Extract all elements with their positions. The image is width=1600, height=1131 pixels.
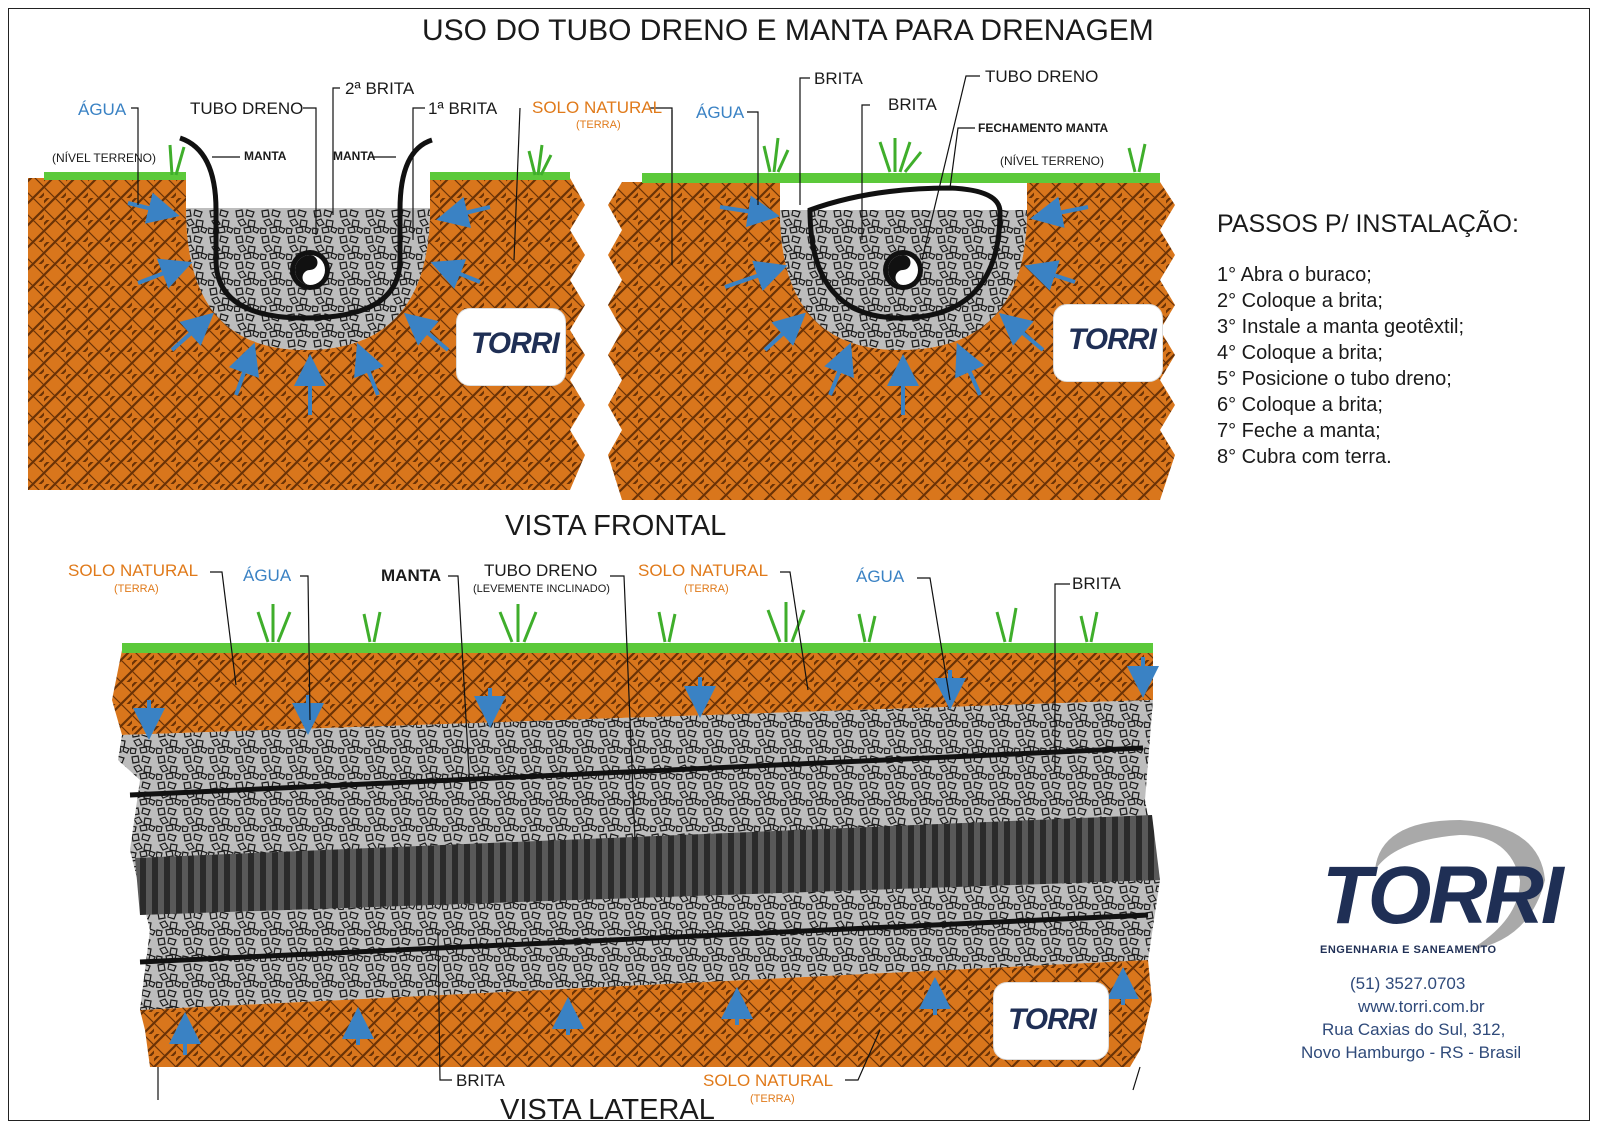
blanket-label: MANTA — [333, 149, 376, 163]
contact-address: Rua Caxias do Sul, 312, — [1322, 1020, 1506, 1039]
slightly-inclined-label: (LEVEMENTE INCLINADO) — [473, 583, 610, 595]
gravel-label: BRITA — [456, 1071, 505, 1090]
step-item: 3° Instale a manta geotêxtil; — [1217, 316, 1465, 338]
contact-city: Novo Hamburgo - RS - Brasil — [1301, 1043, 1522, 1062]
torri-logo-badge: TORRI — [1053, 304, 1163, 382]
gravel-label: BRITA — [814, 69, 863, 88]
step-item: 7° Feche a manta; — [1217, 420, 1381, 442]
water-label: ÁGUA — [243, 566, 292, 585]
ground-level-label: (NÍVEL TERRENO) — [52, 151, 157, 165]
natural-soil-label: SOLO NATURAL — [703, 1071, 834, 1090]
torri-logo-badge: TORRI — [993, 982, 1109, 1060]
gravel-label: BRITA — [888, 95, 937, 114]
step-item: 5° Posicione o tubo dreno; — [1217, 368, 1452, 390]
torri-logo-main: TORRI — [1322, 850, 1564, 941]
ground-level-label: (NÍVEL TERRENO) — [1000, 154, 1105, 168]
step-item: 2° Coloque a brita; — [1217, 290, 1383, 312]
step-item: 6° Coloque a brita; — [1217, 394, 1383, 416]
contact-website[interactable]: www.torri.com.br — [1358, 997, 1485, 1016]
torri-logo-text: TORRI — [471, 327, 560, 360]
torri-tagline: ENGENHARIA E SANEAMENTO — [1320, 944, 1497, 956]
second-gravel-label: 2ª BRITA — [345, 79, 415, 98]
front-view-caption: VISTA FRONTAL — [505, 510, 727, 542]
frontal-view-right — [608, 75, 1175, 500]
gravel-label: BRITA — [1072, 574, 1121, 593]
drain-pipe-label: TUBO DRENO — [484, 561, 598, 580]
earth-label: (TERRA) — [576, 119, 621, 131]
step-item: 4° Coloque a brita; — [1217, 342, 1383, 364]
earth-label: (TERRA) — [684, 583, 729, 595]
lateral-view — [112, 571, 1160, 1100]
water-label: ÁGUA — [696, 103, 745, 122]
side-view-caption: VISTA LATERAL — [500, 1094, 715, 1126]
drain-pipe-label: TUBO DRENO — [985, 67, 1099, 86]
steps-title: PASSOS P/ INSTALAÇÃO: — [1217, 210, 1519, 238]
earth-label: (TERRA) — [750, 1093, 795, 1105]
torri-logo-text: TORRI — [1068, 323, 1157, 356]
page-title: USO DO TUBO DRENO E MANTA PARA DRENAGEM — [422, 14, 1154, 47]
drain-pipe-label: TUBO DRENO — [190, 99, 304, 118]
torri-logo-badge: TORRI — [456, 308, 566, 386]
blanket-label: MANTA — [381, 566, 442, 585]
natural-soil-label: SOLO NATURAL — [638, 561, 769, 580]
water-label: ÁGUA — [856, 567, 905, 586]
drawing-frame — [8, 8, 1590, 1121]
blanket-closure-label: FECHAMENTO MANTA — [978, 121, 1109, 135]
torri-logo-text: TORRI — [1008, 1003, 1097, 1036]
water-label: ÁGUA — [78, 100, 127, 119]
frontal-view-left — [10, 87, 673, 490]
natural-soil-label: SOLO NATURAL — [532, 98, 663, 117]
pipe-section-icon — [290, 250, 330, 290]
first-gravel-label: 1ª BRITA — [428, 99, 498, 118]
natural-soil-label: SOLO NATURAL — [68, 561, 199, 580]
earth-label: (TERRA) — [114, 583, 159, 595]
contact-phone: (51) 3527.0703 — [1350, 974, 1466, 993]
step-item: 1° Abra o buraco; — [1217, 264, 1372, 286]
step-item: 8° Cubra com terra. — [1217, 446, 1392, 468]
blanket-label: MANTA — [244, 149, 287, 163]
pipe-section-icon — [883, 250, 923, 290]
